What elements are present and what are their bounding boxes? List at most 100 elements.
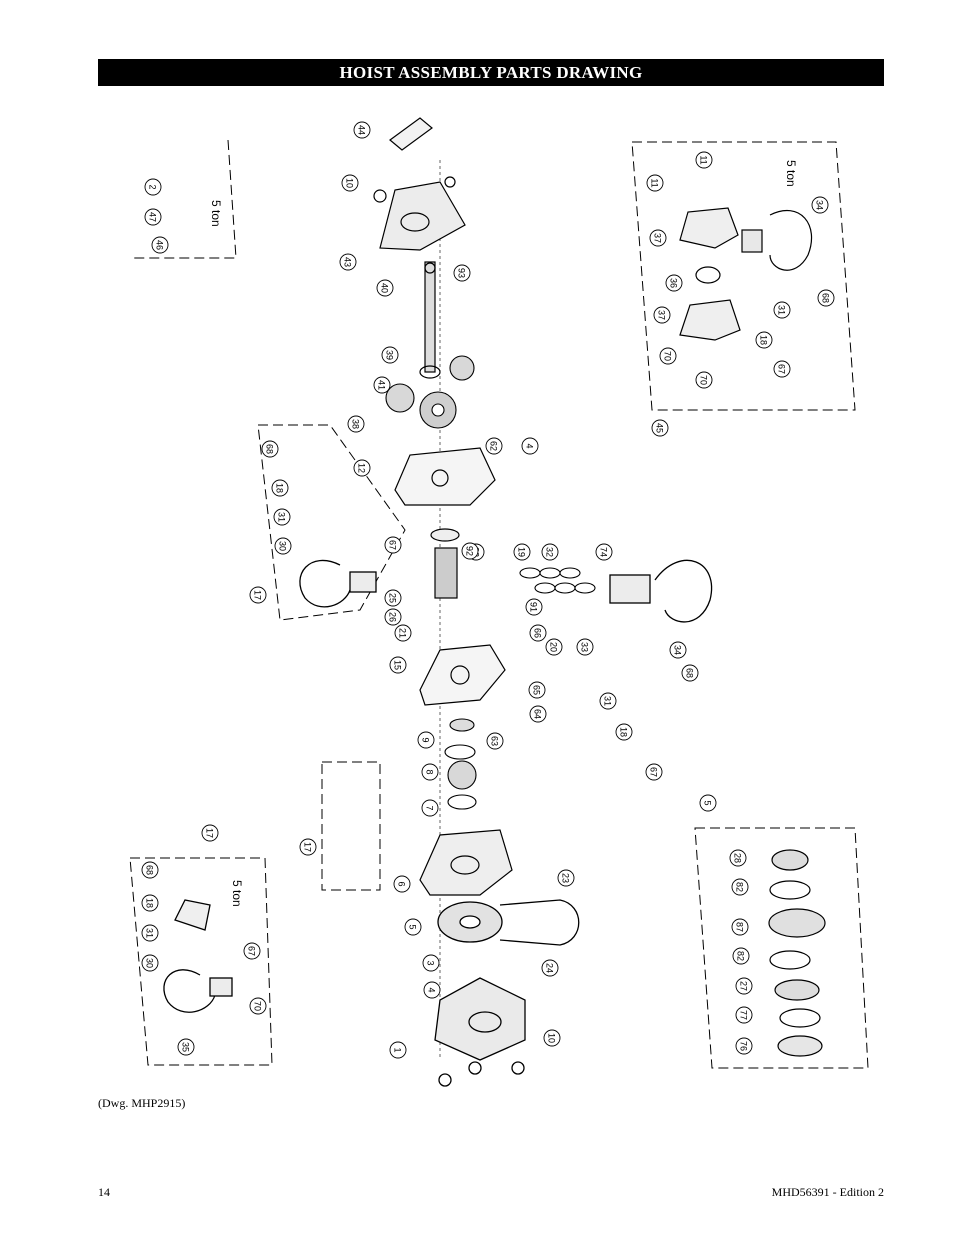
part-balloon-17 bbox=[249, 586, 267, 604]
part-balloon-7 bbox=[421, 799, 439, 817]
part-balloon-43 bbox=[339, 253, 357, 271]
part-balloon-11 bbox=[695, 151, 713, 169]
part-number-65: 65 bbox=[532, 685, 542, 695]
part-number-35: 35 bbox=[181, 1042, 191, 1052]
part-balloon-8 bbox=[421, 763, 439, 781]
part-balloon-21 bbox=[394, 624, 412, 642]
variant-label-bottom-left: 5 ton bbox=[230, 880, 244, 907]
part-balloon-39 bbox=[381, 346, 399, 364]
part-balloon-26 bbox=[384, 608, 402, 626]
part-balloon-31 bbox=[599, 692, 617, 710]
part-balloon-68 bbox=[681, 664, 699, 682]
part-number-9: 9 bbox=[421, 737, 431, 742]
brake-cover bbox=[419, 829, 513, 896]
part-number-46: 46 bbox=[155, 240, 165, 250]
hand-wheel-cover bbox=[373, 117, 466, 251]
part-number-37: 37 bbox=[653, 233, 663, 243]
part-number-68: 68 bbox=[821, 293, 831, 303]
part-number-68: 68 bbox=[265, 444, 275, 454]
part-balloon-67 bbox=[645, 763, 663, 781]
part-number-82: 82 bbox=[736, 951, 746, 961]
part-number-10: 10 bbox=[345, 178, 355, 188]
inset-box-top-right bbox=[631, 141, 856, 411]
part-number-32: 32 bbox=[545, 547, 555, 557]
part-number-25: 25 bbox=[388, 593, 398, 603]
part-number-3: 3 bbox=[426, 960, 436, 965]
part-balloon-5 bbox=[404, 918, 422, 936]
inset-box-bottom-left bbox=[129, 857, 273, 1066]
part-balloon-5 bbox=[699, 794, 717, 812]
brake-parts bbox=[444, 718, 477, 810]
brake-stack-inset bbox=[768, 849, 826, 1057]
part-balloon-11 bbox=[646, 174, 664, 192]
drawing-number: (Dwg. MHP2915) bbox=[98, 1096, 186, 1110]
part-balloon-10 bbox=[341, 174, 359, 192]
part-number-91: 91 bbox=[529, 602, 539, 612]
part-balloon-87 bbox=[731, 918, 749, 936]
part-number-4: 4 bbox=[525, 443, 535, 448]
part-balloon-40 bbox=[376, 279, 394, 297]
part-balloon-41 bbox=[373, 376, 391, 394]
part-balloon-82 bbox=[732, 947, 750, 965]
load-chain bbox=[519, 567, 596, 594]
part-balloon-67 bbox=[384, 536, 402, 554]
part-number-76: 76 bbox=[739, 1041, 749, 1051]
bottom-hook-inset bbox=[163, 899, 233, 1013]
part-number-11: 11 bbox=[699, 155, 709, 164]
part-number-8: 8 bbox=[425, 769, 435, 774]
part-number-10: 10 bbox=[547, 1033, 557, 1043]
part-balloon-31 bbox=[273, 508, 291, 526]
part-number-36: 36 bbox=[669, 278, 679, 288]
part-balloon-28 bbox=[729, 849, 747, 867]
part-balloon-17 bbox=[299, 838, 317, 856]
part-number-62: 62 bbox=[489, 441, 499, 451]
frame-plate-upper bbox=[394, 447, 496, 506]
part-number-74: 74 bbox=[599, 547, 609, 557]
part-number-23: 23 bbox=[561, 873, 571, 883]
part-number-34: 34 bbox=[815, 200, 825, 210]
part-balloon-20 bbox=[545, 638, 563, 656]
part-balloon-70 bbox=[249, 997, 267, 1015]
page-title: HOIST ASSEMBLY PARTS DRAWING bbox=[339, 62, 643, 82]
page-number: 14 bbox=[98, 1185, 110, 1199]
part-number-28: 28 bbox=[733, 853, 743, 863]
part-number-18: 18 bbox=[145, 898, 155, 908]
part-number-4: 4 bbox=[427, 987, 437, 992]
part-balloon-37 bbox=[649, 229, 667, 247]
part-number-47: 47 bbox=[148, 212, 158, 222]
part-number-77: 77 bbox=[739, 1010, 749, 1020]
part-balloon-74 bbox=[595, 543, 613, 561]
part-number-30: 30 bbox=[278, 541, 288, 551]
part-balloon-4 bbox=[521, 437, 539, 455]
part-number-30: 30 bbox=[145, 958, 155, 968]
part-number-43: 43 bbox=[343, 257, 353, 267]
part-balloon-63 bbox=[486, 732, 504, 750]
part-balloon-76 bbox=[735, 1037, 753, 1055]
part-number-2: 2 bbox=[148, 184, 158, 189]
part-balloon-3 bbox=[422, 954, 440, 972]
part-number-67: 67 bbox=[649, 767, 659, 777]
document-id: MHD56391 - Edition 2 bbox=[771, 1185, 884, 1199]
part-number-18: 18 bbox=[619, 727, 629, 737]
part-number-17: 17 bbox=[205, 828, 215, 838]
part-balloon-15 bbox=[389, 656, 407, 674]
frame-plate-lower bbox=[419, 644, 506, 706]
part-number-68: 68 bbox=[685, 668, 695, 678]
part-number-37: 37 bbox=[657, 310, 667, 320]
part-balloon-4 bbox=[423, 981, 441, 999]
inset-box-brake-detail bbox=[321, 761, 381, 891]
part-number-11: 11 bbox=[650, 178, 660, 187]
part-number-40: 40 bbox=[380, 283, 390, 293]
part-balloon-6 bbox=[393, 875, 411, 893]
variant-label-top-right: 5 ton bbox=[784, 160, 798, 187]
part-number-5: 5 bbox=[408, 924, 418, 929]
variant-label-top-left: 5 ton bbox=[209, 200, 223, 227]
part-balloon-68 bbox=[817, 289, 835, 307]
part-number-39: 39 bbox=[385, 350, 395, 360]
part-balloon-1 bbox=[389, 1041, 407, 1059]
part-number-15: 15 bbox=[393, 660, 403, 670]
part-number-24: 24 bbox=[545, 963, 555, 973]
part-balloon-18 bbox=[271, 479, 289, 497]
part-balloon-24 bbox=[541, 959, 559, 977]
